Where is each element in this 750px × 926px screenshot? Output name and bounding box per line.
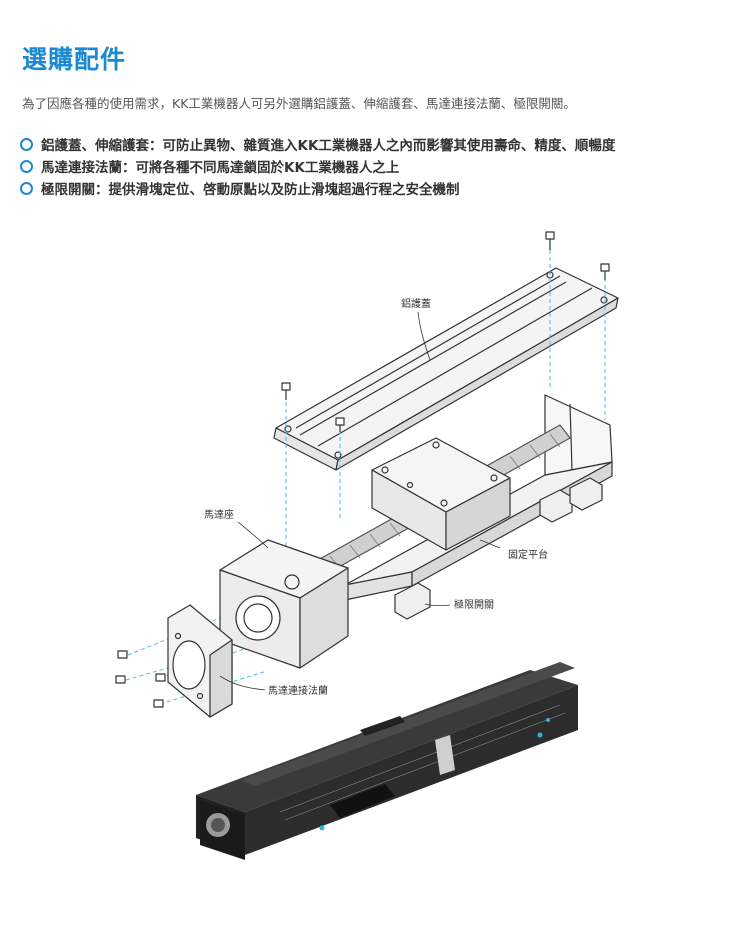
label-fixed-platform: 固定平台: [508, 548, 548, 561]
label-aluminum-cover: 鋁護蓋: [401, 297, 431, 310]
bullet-circle-icon: [20, 137, 33, 151]
bullet-circle-icon: [20, 181, 33, 195]
list-item: 極限開關：提供滑塊定位、啓動原點以及防止滑塊超過行程之安全機制: [20, 177, 615, 199]
exploded-diagram: 鋁護蓋 馬達座 固定平台 極限開關 馬達連接法蘭: [115, 231, 619, 860]
product-photo: [196, 662, 578, 860]
aluminum-cover: [273, 267, 619, 471]
screw-icon: [115, 231, 610, 708]
label-motor-flange: 馬達連接法蘭: [268, 684, 328, 697]
list-item: 馬達連接法蘭：可將各種不同馬達鎖固於KK工業機器人之上: [20, 155, 615, 177]
list-item: 鋁護蓋、伸縮護套：可防止異物、雜質進入KK工業機器人之內而影響其使用壽命、精度、…: [20, 133, 615, 155]
bullet-circle-icon: [20, 159, 33, 173]
motor-seat: [219, 539, 349, 669]
label-motor-seat: 馬達座: [204, 508, 234, 521]
feature-text: 極限開關：提供滑塊定位、啓動原點以及防止滑塊超過行程之安全機制: [41, 182, 460, 198]
feature-text: 馬達連接法蘭：可將各種不同馬達鎖固於KK工業機器人之上: [41, 160, 400, 176]
motor-flange: [167, 604, 233, 718]
fixed-platform: [371, 437, 511, 551]
label-limit-switch: 極限開關: [454, 598, 494, 611]
limit-switch: [394, 477, 603, 620]
label-leaders: [219, 311, 501, 691]
feature-text: 鋁護蓋、伸縮護套：可防止異物、雜質進入KK工業機器人之內而影響其使用壽命、精度、…: [41, 138, 616, 154]
intro-text: 為了因應各種的使用需求，KK工業機器人可另外選購鋁護蓋、伸縮護套、馬達連接法蘭、…: [22, 96, 576, 111]
page-title: 選購配件: [22, 45, 127, 74]
feature-list: 鋁護蓋、伸縮護套：可防止異物、雜質進入KK工業機器人之內而影響其使用壽命、精度、…: [20, 133, 615, 199]
